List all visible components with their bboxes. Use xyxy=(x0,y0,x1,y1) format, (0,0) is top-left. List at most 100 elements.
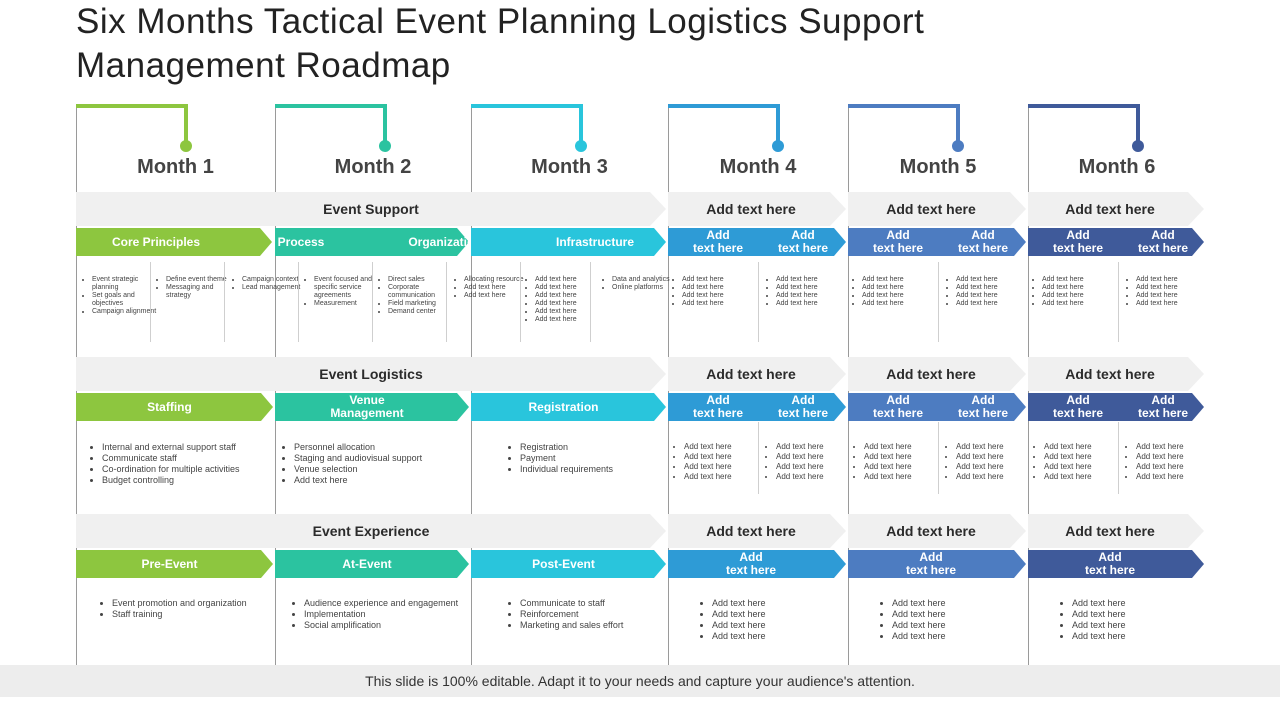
list-item: Implementation xyxy=(304,609,474,620)
section-title: Add text here xyxy=(1065,523,1155,539)
header-connector xyxy=(471,104,583,108)
phase-arrow xyxy=(76,393,273,421)
list-item: Field marketing xyxy=(388,300,458,308)
header-connector xyxy=(184,104,188,144)
phase-label: Add text here xyxy=(957,393,1009,420)
list-item: Add text here xyxy=(1136,462,1216,472)
list-item: Add text here xyxy=(712,598,832,609)
list-item: Add text here xyxy=(776,452,856,462)
list-item: Venue selection xyxy=(294,464,474,475)
phase-label: Add text here xyxy=(777,228,829,255)
list-item: Add text here xyxy=(682,276,762,284)
sub-divider xyxy=(224,262,225,342)
section-band xyxy=(76,514,666,548)
phase-arrow xyxy=(1028,393,1204,421)
list-item: Add text here xyxy=(684,472,764,482)
section-band xyxy=(1028,357,1204,391)
month-label: Month 5 xyxy=(899,156,977,178)
list-item: Add text here xyxy=(956,276,1036,284)
bullet-list: Audience experience and engagementImplem… xyxy=(294,598,474,631)
list-item: Add text here xyxy=(1042,276,1122,284)
phase-arrow xyxy=(275,550,469,578)
list-item: Event promotion and organization xyxy=(112,598,272,609)
phase-label: Core Principles xyxy=(111,235,201,249)
phase-arrow xyxy=(848,393,1026,421)
phase-label: Infrastructure xyxy=(555,235,635,249)
section-band xyxy=(668,357,846,391)
list-item: Add text here xyxy=(1136,292,1216,300)
list-item: Add text here xyxy=(1136,276,1216,284)
bullet-list: Personnel allocationStaging and audiovis… xyxy=(284,442,474,486)
section-band xyxy=(76,357,666,391)
list-item: Add text here xyxy=(712,609,832,620)
list-item: Staff training xyxy=(112,609,272,620)
page-title: Six Months Tactical Event Planning Logis… xyxy=(76,2,925,85)
list-item: Add text here xyxy=(956,442,1036,452)
header-connector xyxy=(383,104,387,144)
list-item: Add text here xyxy=(776,292,856,300)
list-item: Personnel allocation xyxy=(294,442,474,453)
header-connector xyxy=(1028,104,1140,108)
bullet-list: Define event themeMessaging and strategy xyxy=(158,276,236,300)
sub-divider xyxy=(590,262,591,342)
header-connector xyxy=(848,104,960,108)
phase-arrow xyxy=(275,393,469,421)
phase-label: Add text here xyxy=(692,228,744,255)
list-item: Social amplification xyxy=(304,620,474,631)
list-item: Allocating resource xyxy=(464,276,534,284)
sub-divider xyxy=(758,262,759,342)
list-item: Add text here xyxy=(864,472,944,482)
list-item: Add text here xyxy=(776,276,856,284)
list-item: Corporate communication xyxy=(388,284,458,300)
section-title: Add text here xyxy=(886,366,976,382)
header-connector xyxy=(1136,104,1140,144)
section-title: Add text here xyxy=(886,523,976,539)
sub-divider xyxy=(938,422,939,494)
month-label: Month 6 xyxy=(1078,156,1156,178)
list-item: Add text here xyxy=(956,462,1036,472)
list-item: Add text here xyxy=(1042,292,1122,300)
phase-arrow xyxy=(471,228,666,256)
list-item: Add text here xyxy=(684,442,764,452)
list-item: Add text here xyxy=(1072,598,1192,609)
phase-arrow xyxy=(76,550,273,578)
month-label: Month 1 xyxy=(137,156,214,178)
list-item: Messaging and strategy xyxy=(166,284,236,300)
list-item: Co-ordination for multiple activities xyxy=(102,464,277,475)
list-item: Add text here xyxy=(776,284,856,292)
section-band xyxy=(848,357,1026,391)
list-item: Lead management xyxy=(242,284,312,292)
list-item: Add text here xyxy=(294,475,474,486)
list-item: Add text here xyxy=(712,631,832,642)
month-label: Month 4 xyxy=(719,156,797,178)
list-item: Budget controlling xyxy=(102,475,277,486)
phase-arrow xyxy=(1028,550,1204,578)
list-item: Online platforms xyxy=(612,284,682,292)
list-item: Add text here xyxy=(892,631,1012,642)
list-item: Set goals and objectives xyxy=(92,292,162,308)
list-item: Add text here xyxy=(1044,472,1124,482)
section-title: Add text here xyxy=(706,523,796,539)
phase-arrow xyxy=(471,393,666,421)
list-item: Add text here xyxy=(1044,452,1124,462)
list-item: Add text here xyxy=(1072,631,1192,642)
list-item: Data and analytics xyxy=(612,276,682,284)
phase-label: Staffing xyxy=(147,400,192,414)
list-item: Add text here xyxy=(464,284,534,292)
header-connector xyxy=(956,104,960,144)
list-item: Add text here xyxy=(776,442,856,452)
phase-label: Add text here xyxy=(872,228,924,255)
list-item: Add text here xyxy=(864,462,944,472)
list-item: Add text here xyxy=(956,292,1036,300)
list-item: Add text here xyxy=(1136,284,1216,292)
list-item: Campaign context xyxy=(242,276,312,284)
section-band xyxy=(668,514,846,548)
